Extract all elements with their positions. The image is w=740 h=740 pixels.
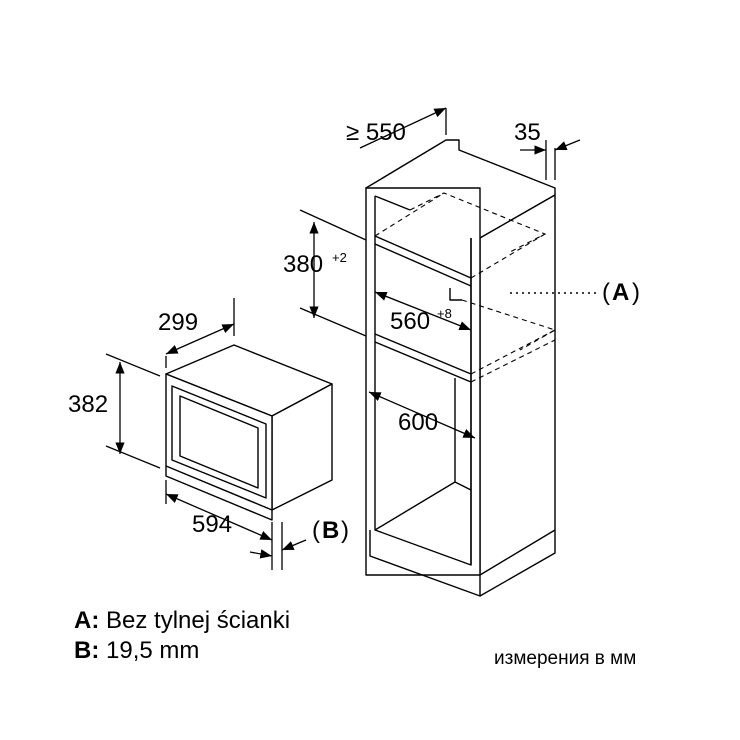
dim-side-offset: 35 — [514, 119, 541, 146]
legend-b: B: 19,5 mm — [74, 637, 199, 665]
svg-text:A: A — [612, 279, 629, 306]
tall-cabinet — [365, 139, 556, 597]
legend-a-text: Bez tylnej ścianki — [106, 607, 291, 634]
dim-niche-height-tol: +2 — [332, 250, 347, 265]
callout-b: ( B ) — [312, 517, 349, 544]
dim-appliance-width: 594 — [192, 511, 232, 538]
svg-text:B: B — [322, 517, 339, 544]
dim-niche-height: 380 — [283, 251, 323, 278]
legend-a: A: Bez tylnej ścianki — [74, 607, 290, 635]
callout-a: ( A ) — [602, 279, 640, 306]
dim-cabinet-width: 600 — [398, 409, 438, 436]
dim-niche-width-tol: +8 — [437, 306, 452, 321]
legend-a-key: A: — [74, 607, 100, 634]
svg-text:(: ( — [312, 517, 320, 544]
svg-text:(: ( — [602, 279, 610, 306]
microwave-appliance — [165, 344, 333, 521]
hidden-lines — [374, 192, 557, 383]
dim-cabinet-depth: ≥ 550 — [346, 119, 406, 146]
legend-b-key: B: — [74, 637, 100, 664]
dim-appliance-height: 382 — [68, 391, 108, 418]
dimension-lines — [105, 107, 581, 570]
svg-text:): ) — [632, 279, 640, 306]
units-note: измерения в мм — [494, 648, 637, 669]
legend-b-text: 19,5 mm — [106, 637, 200, 664]
dim-niche-width: 560 — [390, 308, 430, 335]
svg-text:): ) — [341, 517, 349, 544]
dim-appliance-depth: 299 — [158, 309, 198, 336]
